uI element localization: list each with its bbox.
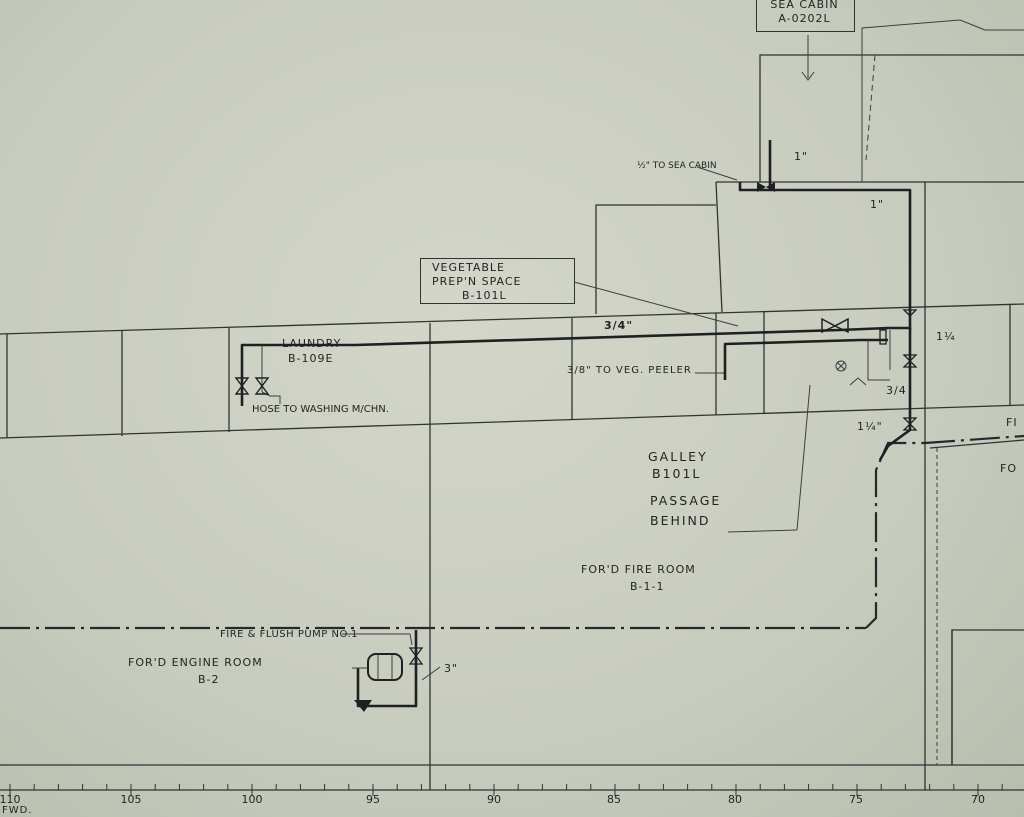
fire-room-number: B-1-1	[630, 580, 665, 593]
one-quarter-label-b: 1¼"	[857, 420, 883, 433]
fire-room-label: FOR'D FIRE ROOM	[581, 563, 696, 576]
three-inch-label: 3"	[444, 662, 459, 675]
frame-number: 95	[366, 793, 380, 806]
frame-number: 100	[241, 793, 263, 806]
engine-room-label: FOR'D ENGINE ROOM	[128, 656, 263, 669]
pump-label: FIRE & FLUSH PUMP NO.1	[220, 629, 358, 640]
frame-number: 110	[0, 793, 21, 806]
veg-peeler-label: 3/8" TO VEG. PEELER	[567, 365, 692, 376]
one-quarter-label-a: 1¼	[936, 330, 956, 343]
passage-label: PASSAGE	[650, 493, 722, 508]
frame-number: 105	[120, 793, 142, 806]
frame-number: 85	[607, 793, 621, 806]
laundry-number: B-109E	[288, 352, 334, 365]
sea-cabin-box	[756, 0, 855, 32]
one-inch-label-b: 1"	[870, 198, 885, 211]
hose-label: HOSE TO WASHING M/CHN.	[252, 404, 389, 415]
behind-label: BEHIND	[650, 513, 711, 528]
frame-number: 90	[487, 793, 501, 806]
frame-number: 75	[849, 793, 863, 806]
frame-number: 80	[728, 793, 742, 806]
three-quarter-pipe-label: 3/4"	[604, 319, 634, 332]
frame-number: 70	[971, 793, 985, 806]
fo-label: FO	[1000, 462, 1017, 475]
galley-number: B101L	[652, 466, 702, 481]
sea-cabin-number: A-0202L	[778, 12, 831, 25]
vegetable-label: VEGETABLE	[432, 261, 505, 274]
prep-space-label: PREP'N SPACE	[432, 275, 522, 288]
vegetable-prep-box	[420, 258, 575, 304]
sea-cabin-label: SEA CABIN	[770, 0, 839, 11]
half-inch-to-sea-cabin-label: ½" TO SEA CABIN	[637, 161, 717, 171]
laundry-label: LAUNDRY	[282, 337, 342, 350]
fwd-label: FWD.	[2, 805, 33, 816]
one-inch-label-a: 1"	[794, 150, 809, 163]
galley-label: GALLEY	[648, 449, 708, 464]
three-quarter-label: 3/4	[886, 384, 907, 397]
engine-room-number: B-2	[198, 673, 220, 686]
prep-space-number: B-101L	[462, 289, 507, 302]
fi-label: FI	[1006, 416, 1018, 429]
